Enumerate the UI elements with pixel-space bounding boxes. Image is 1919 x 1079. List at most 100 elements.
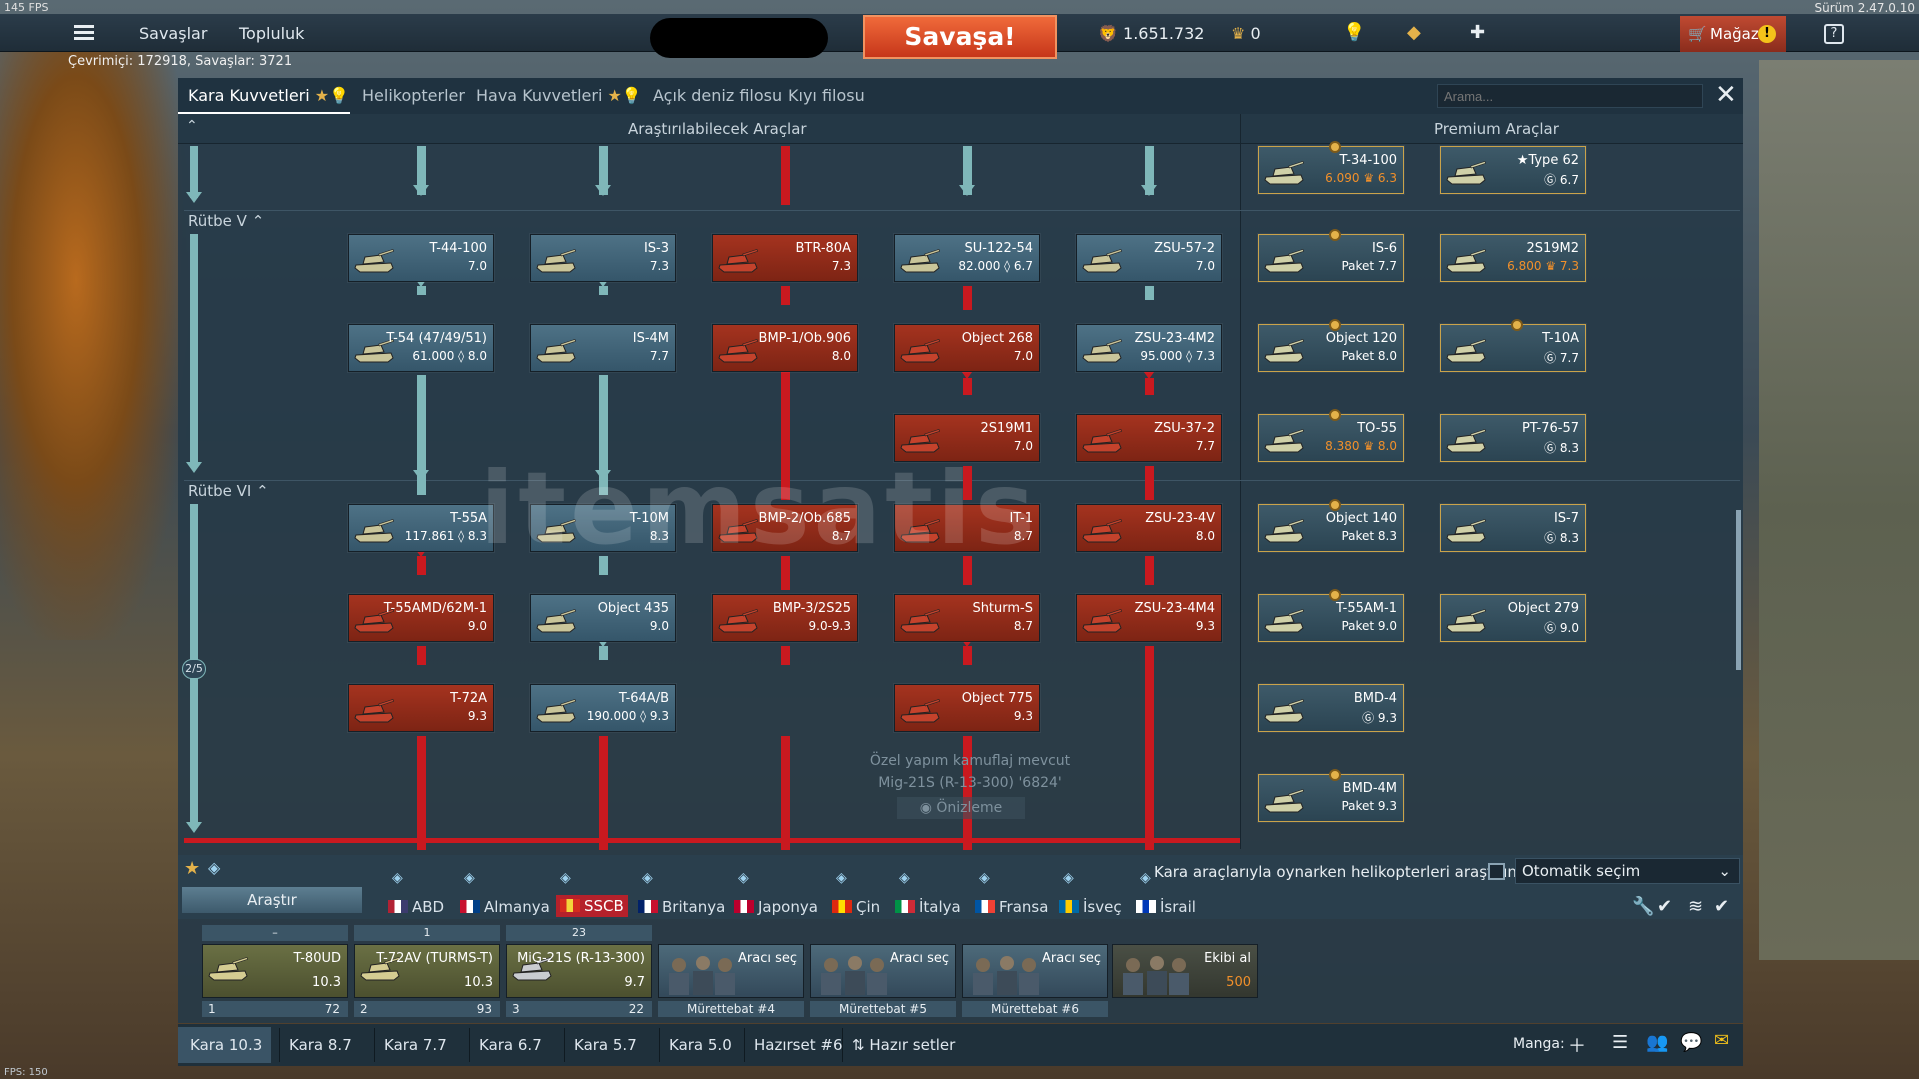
crew-slot[interactable]: Aracı seç [810,944,956,998]
lightbulb-icon[interactable]: 💡 [1343,22,1366,43]
rank-5-label[interactable]: Rütbe V ⌃ [188,212,265,230]
premium-icon[interactable]: ◆ [1407,22,1421,43]
menu-icon[interactable] [74,25,94,41]
tab-aviation[interactable]: Hava Kuvvetleri ★💡 [476,86,642,105]
nation-tab-0[interactable]: ABD [388,898,444,916]
heli-research-checkbox[interactable] [1488,863,1505,880]
plus-icon[interactable]: ＋ [1568,1036,1586,1057]
crew-slot[interactable]: MiG-21S (R-13-300)9.7 [506,944,652,998]
tab-ground[interactable]: Kara Kuvvetleri ★💡 [188,86,349,105]
preset-tab-3[interactable]: Kara 6.7 [479,1036,542,1054]
scrollbar[interactable] [1736,510,1741,670]
nation-tab-4[interactable]: Japonya [734,898,818,916]
nation-tab-5[interactable]: Çin [832,898,880,916]
vehicle-br: 82.000 ◊ 6.7 [958,259,1033,273]
rank-6-label[interactable]: Rütbe VI ⌃ [188,482,269,500]
nation-tab-1[interactable]: Almanya [460,898,550,916]
coupon-icon[interactable]: ✚ [1470,22,1486,43]
search-input[interactable] [1437,84,1703,108]
nation-tab-8[interactable]: İsveç [1059,898,1122,916]
chat-icon[interactable]: 💬 [1680,1032,1703,1053]
crew-slot[interactable]: T-72AV (TURMS-T)10.3 [354,944,500,998]
check-icon[interactable]: ✔ [1657,896,1673,917]
tab-bluewater[interactable]: Açık deniz filosu [653,86,783,105]
eagle-icon: ♛ [1231,24,1246,43]
crew-slot[interactable]: Aracı seç [962,944,1108,998]
nav-battles[interactable]: Savaşlar [139,24,208,43]
nation-tab-3[interactable]: Britanya [638,898,725,916]
friends-icon[interactable]: 👥 [1646,1032,1669,1053]
nation-tab-9[interactable]: İsrail [1136,898,1196,916]
help-icon[interactable]: ? [1824,24,1844,44]
check-icon[interactable]: ✔ [1714,896,1730,917]
battle-button[interactable]: Savaşa! [863,15,1057,59]
repair-all-icon[interactable]: ≋ [1688,896,1704,917]
wrench-icon[interactable]: 🔧 [1632,896,1655,917]
preset-tab-6[interactable]: Hazırset #6 [754,1036,842,1054]
research-button[interactable]: Araştır [182,887,362,913]
golden-eagles[interactable]: ♛ 0 [1231,24,1261,43]
preset-tab-0[interactable]: Kara 10.3 [190,1036,262,1054]
shop-button[interactable]: 🛒Mağaza! [1680,16,1786,52]
nation-tab-7[interactable]: Fransa [975,898,1048,916]
vehicle-card[interactable]: T-54 (47/49/51)61.000 ◊ 8.0 [348,324,494,372]
nation-tab-6[interactable]: İtalya [895,898,961,916]
collapse-icon[interactable]: ⌃ [186,118,198,134]
preset-tab-7[interactable]: ⇅ Hazır setler [852,1036,955,1054]
mail-icon[interactable]: ✉ [1714,1030,1730,1051]
preview-button[interactable]: ◉ Önizleme [897,797,1025,819]
list-icon[interactable]: ☰ [1612,1032,1629,1053]
nav-community[interactable]: Topluluk [239,24,305,43]
tab-helicopters[interactable]: Helikopterler [362,86,465,105]
preset-tab-1[interactable]: Kara 8.7 [289,1036,352,1054]
preset-tab-2[interactable]: Kara 7.7 [384,1036,447,1054]
tab-coastal[interactable]: Kıyı filosu [788,86,865,105]
close-icon[interactable]: ✕ [1715,80,1737,110]
auto-select-dropdown[interactable]: Otomatik seçim⌄ [1515,858,1740,884]
crew-slot[interactable]: Aracı seç [658,944,804,998]
nation-tab-2[interactable]: SSCB [556,895,628,917]
preset-tab-5[interactable]: Kara 5.0 [669,1036,732,1054]
preset-tab-4[interactable]: Kara 5.7 [574,1036,637,1054]
